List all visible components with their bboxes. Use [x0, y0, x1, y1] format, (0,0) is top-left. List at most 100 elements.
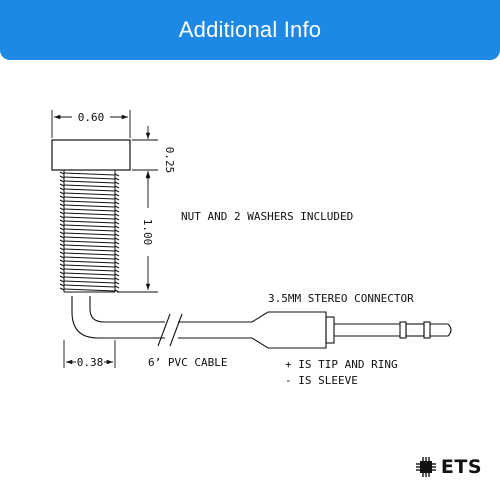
- thread-tooth-right: [114, 237, 120, 241]
- technical-drawing: 0.60 0.25 1.00 0.38 NUT AND 2 WASHERS IN…: [51, 110, 452, 387]
- thread-tooth-left: [59, 243, 65, 247]
- thread-tooth-right: [114, 245, 120, 249]
- thread-tooth-right: [114, 257, 120, 261]
- thread-tooth-right: [114, 265, 120, 269]
- thread-tooth-right: [114, 285, 120, 289]
- thread-tooth-right: [114, 253, 120, 257]
- thread-tooth-right: [114, 197, 120, 201]
- thread-line: [63, 288, 116, 292]
- thread-line: [63, 212, 116, 216]
- thread-tooth-right: [114, 177, 120, 181]
- thread-line: [63, 208, 116, 212]
- thread-line: [63, 256, 116, 260]
- header-banner: Additional Info: [0, 0, 500, 60]
- thread-tooth-right: [114, 189, 120, 193]
- thread-line: [63, 172, 116, 176]
- thread-tooth-left: [59, 195, 65, 199]
- thread-tooth-right: [114, 181, 120, 185]
- thread-tooth-left: [59, 283, 65, 287]
- thread-line: [63, 272, 116, 276]
- thread-tooth-left: [59, 171, 65, 175]
- thread-tooth-left: [59, 183, 65, 187]
- dim-thread-length: [117, 172, 158, 293]
- dim-nut-height: [132, 126, 158, 184]
- thread-tooth-left: [59, 199, 65, 203]
- page-title: Additional Info: [178, 17, 322, 42]
- thread-tooth-left: [59, 239, 65, 243]
- thread-tooth-right: [114, 261, 120, 265]
- thread-tooth-left: [59, 235, 65, 239]
- thread-line: [63, 232, 116, 236]
- thread-tooth-right: [114, 241, 120, 245]
- thread-tooth-right: [114, 225, 120, 229]
- thread-line: [63, 236, 116, 240]
- thread-line: [63, 284, 116, 288]
- thread-tooth-right: [114, 273, 120, 277]
- threaded-shaft: [59, 170, 120, 293]
- thread-tooth-left: [59, 223, 65, 227]
- thread-tooth-right: [114, 205, 120, 209]
- hardware-note: NUT AND 2 WASHERS INCLUDED: [181, 210, 353, 223]
- thread-line: [63, 200, 116, 204]
- brand-name: ETS: [440, 456, 482, 478]
- thread-line: [63, 184, 116, 188]
- cable-note: 6’ PVC CABLE: [148, 356, 227, 369]
- nut-shape: [51, 139, 131, 171]
- thread-tooth-right: [114, 193, 120, 197]
- thread-tooth-left: [59, 175, 65, 179]
- dim-thread-diameter: [63, 340, 116, 368]
- thread-tooth-right: [114, 185, 120, 189]
- thread-tooth-right: [114, 281, 120, 285]
- thread-line: [63, 260, 116, 264]
- thread-tooth-left: [59, 271, 65, 275]
- thread-tooth-right: [114, 213, 120, 217]
- thread-tooth-right: [114, 277, 120, 281]
- dim-nut-width: [51, 110, 131, 138]
- thread-line: [63, 196, 116, 200]
- polarity-minus-note: - IS SLEEVE: [285, 374, 358, 387]
- thread-line: [63, 180, 116, 184]
- thread-tooth-left: [59, 287, 65, 291]
- thread-tooth-left: [59, 227, 65, 231]
- thread-length-label: 1.00: [141, 219, 154, 246]
- nut-height-label: 0.25: [163, 147, 176, 174]
- thread-line: [63, 204, 116, 208]
- thread-line: [63, 244, 116, 248]
- thread-tooth-right: [114, 221, 120, 225]
- thread-line: [63, 216, 116, 220]
- stereo-plug-shape: [251, 311, 452, 349]
- thread-tooth-right: [114, 217, 120, 221]
- thread-tooth-right: [114, 249, 120, 253]
- thread-line: [63, 224, 116, 228]
- chip-icon: [415, 457, 436, 477]
- thread-tooth-left: [59, 247, 65, 251]
- thread-line: [63, 240, 116, 244]
- thread-tooth-left: [59, 219, 65, 223]
- thread-line: [63, 188, 116, 192]
- thread-line: [63, 248, 116, 252]
- thread-tooth-left: [59, 275, 65, 279]
- thread-tooth-left: [59, 215, 65, 219]
- thread-line: [63, 176, 116, 180]
- thread-tooth-left: [59, 207, 65, 211]
- thread-tooth-right: [114, 201, 120, 205]
- thread-tooth-left: [59, 187, 65, 191]
- thread-tooth-left: [59, 279, 65, 283]
- thread-tooth-left: [59, 255, 65, 259]
- thread-line: [63, 220, 116, 224]
- thread-line: [63, 228, 116, 232]
- thread-line: [63, 280, 116, 284]
- thread-tooth-right: [114, 209, 120, 213]
- thread-tooth-left: [59, 191, 65, 195]
- nut-width-label: 0.60: [78, 111, 105, 124]
- polarity-plus-note: + IS TIP AND RING: [285, 358, 398, 371]
- thread-tooth-left: [59, 263, 65, 267]
- thread-line: [63, 268, 116, 272]
- thread-tooth-left: [59, 211, 65, 215]
- connector-note: 3.5MM STEREO CONNECTOR: [268, 292, 414, 305]
- thread-tooth-left: [59, 267, 65, 271]
- thread-tooth-right: [114, 173, 120, 177]
- cable-shape: [71, 296, 252, 347]
- brand-logo: ETS: [415, 456, 482, 478]
- thread-tooth-left: [59, 259, 65, 263]
